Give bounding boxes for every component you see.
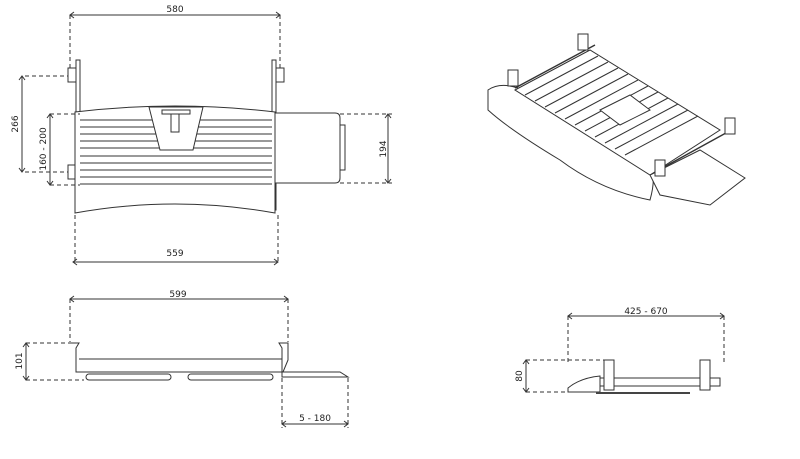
dimension-arrowhead: [275, 11, 281, 19]
dim-label-194: 194: [379, 140, 389, 157]
dimension-arrowhead: [72, 258, 78, 266]
isometric-view: [487, 33, 746, 206]
dim-label-580: 580: [166, 5, 183, 15]
side-view-extended: 425 - 670 80: [515, 307, 725, 394]
dim-label-266: 266: [11, 115, 21, 132]
dim-label-559: 559: [166, 249, 183, 259]
dimension-arrowhead: [281, 420, 287, 428]
dimension-arrowhead: [18, 75, 26, 81]
top-view: 580 559 266 160 - 200: [11, 5, 392, 266]
side-view: 599 101 5 - 180: [15, 290, 350, 428]
dim-label-425-670: 425 - 670: [624, 307, 668, 317]
dimension-arrowhead: [22, 375, 30, 381]
dimension-arrowhead: [69, 295, 75, 303]
dim-label-599: 599: [169, 290, 186, 300]
dimension-arrowhead: [343, 420, 349, 428]
dimension-arrowhead: [522, 387, 530, 393]
dimension-arrowhead: [46, 113, 54, 119]
dimension-arrowhead: [46, 180, 54, 186]
dimension-arrowhead: [283, 295, 289, 303]
dimension-arrowhead: [719, 312, 725, 320]
dimension-arrowhead: [384, 113, 392, 119]
dimension-arrowhead: [273, 258, 279, 266]
dim-label-101: 101: [15, 352, 25, 369]
dimension-arrowhead: [22, 342, 30, 348]
dim-label-5-180: 5 - 180: [299, 414, 331, 424]
iso-slats: [524, 55, 699, 156]
dim-label-80: 80: [515, 370, 525, 382]
dimension-arrowhead: [567, 312, 573, 320]
dimension-arrowhead: [384, 178, 392, 184]
dimension-arrowhead: [69, 11, 75, 19]
dimension-arrowhead: [18, 167, 26, 173]
dimension-arrowhead: [522, 359, 530, 365]
dim-label-160-200: 160 - 200: [39, 127, 49, 171]
